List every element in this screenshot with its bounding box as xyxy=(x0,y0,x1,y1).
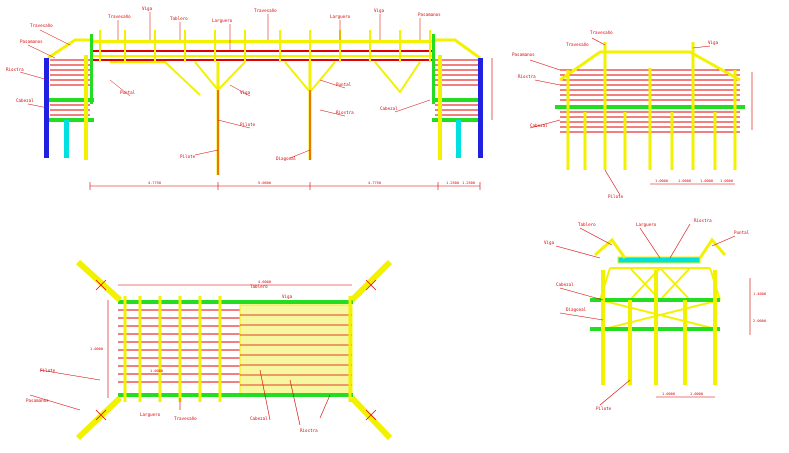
plan-label-riostra: Riostra xyxy=(300,428,318,433)
elev-label-larguero: Larguero xyxy=(212,18,233,23)
side-dim-4: 1.0000 xyxy=(720,179,733,183)
elev-label-riostra-2: Riostra xyxy=(336,110,354,115)
railing-posts xyxy=(99,30,431,62)
left-abutment xyxy=(44,34,94,160)
section-left-rail xyxy=(594,237,627,259)
plan-view: 4.6000 1.0000 1.0000 Tablero Viga Pilote… xyxy=(26,259,393,441)
elev-dim-2: 5.0600 xyxy=(258,181,271,185)
section-right-rail xyxy=(698,237,727,259)
plan-dim-lines xyxy=(29,284,352,426)
plan-label-pasamanos: Pasamanos xyxy=(26,398,49,403)
plan-joists xyxy=(123,296,352,402)
elev-label-cabezal-2: Cabezal xyxy=(380,106,398,111)
elev-label-viga-2: Viga xyxy=(374,8,385,13)
plan-label-viga: Viga xyxy=(282,294,293,299)
elev-label-pilote-2: Pilote xyxy=(180,154,196,159)
plan-deck-area xyxy=(239,304,353,396)
elev-label-puntal-2: Puntal xyxy=(336,82,352,87)
plan-dim-top: 4.6000 xyxy=(258,280,271,284)
plan-wing-walls xyxy=(75,259,393,441)
elev-label-travesano: Travesaño xyxy=(30,23,53,28)
deck-beam xyxy=(90,59,435,61)
side-label-pilote: Pilote xyxy=(608,194,624,199)
side-label-viga: Viga xyxy=(708,40,719,45)
elev-label-cabezal: Cabezal xyxy=(16,98,34,103)
deck-rail-red xyxy=(90,50,435,52)
plan-label-tablero: Tablero xyxy=(250,284,268,289)
elev-label-larguero-2: Larguero xyxy=(330,14,351,19)
elev-label-travesano-2: Travesaño xyxy=(108,14,131,19)
side-dim-2: 1.0000 xyxy=(678,179,691,183)
elev-label-pilote: Pilote xyxy=(240,122,256,127)
elevation-view: 4.7750 5.0600 4.7750 1.2500 1.2500 Trave… xyxy=(6,6,493,190)
elev-label-pasamanos-2: Pasamanos xyxy=(418,12,441,17)
side-label-pasamanos: Pasamanos xyxy=(512,52,535,57)
elev-dim-4: 1.2500 xyxy=(446,181,459,185)
side-dim-lines xyxy=(529,37,753,196)
section-label-puntal: Puntal xyxy=(734,230,750,235)
side-top-rail xyxy=(559,50,741,82)
elev-label-viga: Viga xyxy=(142,6,153,11)
elev-label-pasamanos: Pasamanos xyxy=(20,39,43,44)
side-view: 1.0000 1.0000 1.0000 1.0000 Pasamanos Tr… xyxy=(512,30,753,199)
plan-dim-bottom: 1.0000 xyxy=(150,369,163,373)
section-dim-2: 1.0000 xyxy=(690,392,703,396)
side-dim-3: 1.0000 xyxy=(700,179,713,183)
section-dim-1: 1.0000 xyxy=(662,392,675,396)
section-dim-v1: 1.4000 xyxy=(753,292,766,296)
deck-top-rail xyxy=(90,40,435,43)
side-label-travesano-2: Travesaño xyxy=(590,30,613,35)
elev-label-diagonal: Diagonal xyxy=(276,156,297,161)
section-piles xyxy=(601,270,717,385)
section-label-larguero: Larguero xyxy=(636,222,657,227)
section-label-pilote: Pilote xyxy=(596,406,612,411)
elev-dim-5: 1.2500 xyxy=(462,181,475,185)
deck-rail-yellow xyxy=(90,55,435,57)
plan-dim-left: 1.0000 xyxy=(90,347,103,351)
plan-label-larguero: Larguero xyxy=(140,412,161,417)
section-label-tablero: Tablero xyxy=(578,222,596,227)
side-posts xyxy=(566,42,737,170)
strut-braces xyxy=(110,61,421,175)
side-label-riostra: Riostra xyxy=(518,74,536,79)
plan-deck-lines xyxy=(240,314,352,386)
side-label-cabezal: Cabezal xyxy=(530,123,548,128)
elev-label-travesano-3: Travesaño xyxy=(254,8,277,13)
elev-label-puntal: Puntal xyxy=(120,90,136,95)
elev-label-riostra: Riostra xyxy=(6,67,24,72)
section-view: 1.0000 1.0000 1.4000 2.0000 Tablero Viga… xyxy=(544,218,766,411)
elevation-dimension-line xyxy=(89,58,493,190)
elevation-leaders xyxy=(19,12,431,159)
plan-label-travesano: Travesaño xyxy=(174,416,197,421)
section-label-cabezal: Cabezal xyxy=(556,282,574,287)
side-dim-1: 1.0000 xyxy=(655,179,668,183)
plan-wing-marks xyxy=(95,279,377,421)
right-abutment xyxy=(432,34,483,160)
section-label-viga: Viga xyxy=(544,240,555,245)
side-label-travesano: Travesaño xyxy=(566,42,589,47)
plan-rail-top xyxy=(118,300,353,304)
plan-label-pilote: Pilote xyxy=(40,368,56,373)
piers xyxy=(216,62,312,175)
section-deck xyxy=(617,256,701,264)
section-label-diagonal: Diagonal xyxy=(566,307,587,312)
elev-dim-1: 4.7750 xyxy=(148,181,161,185)
elev-dim-3: 4.7750 xyxy=(368,181,381,185)
elev-label-viga-3: Viga xyxy=(240,90,251,95)
plan-label-cabezal: Cabezal xyxy=(250,416,268,421)
elev-label-tablero: Tablero xyxy=(170,16,188,21)
section-label-riostra: Riostra xyxy=(694,218,712,223)
plan-rail-bottom xyxy=(118,393,353,397)
section-dim-lines xyxy=(555,223,751,406)
section-dim-v2: 2.0000 xyxy=(753,319,766,323)
